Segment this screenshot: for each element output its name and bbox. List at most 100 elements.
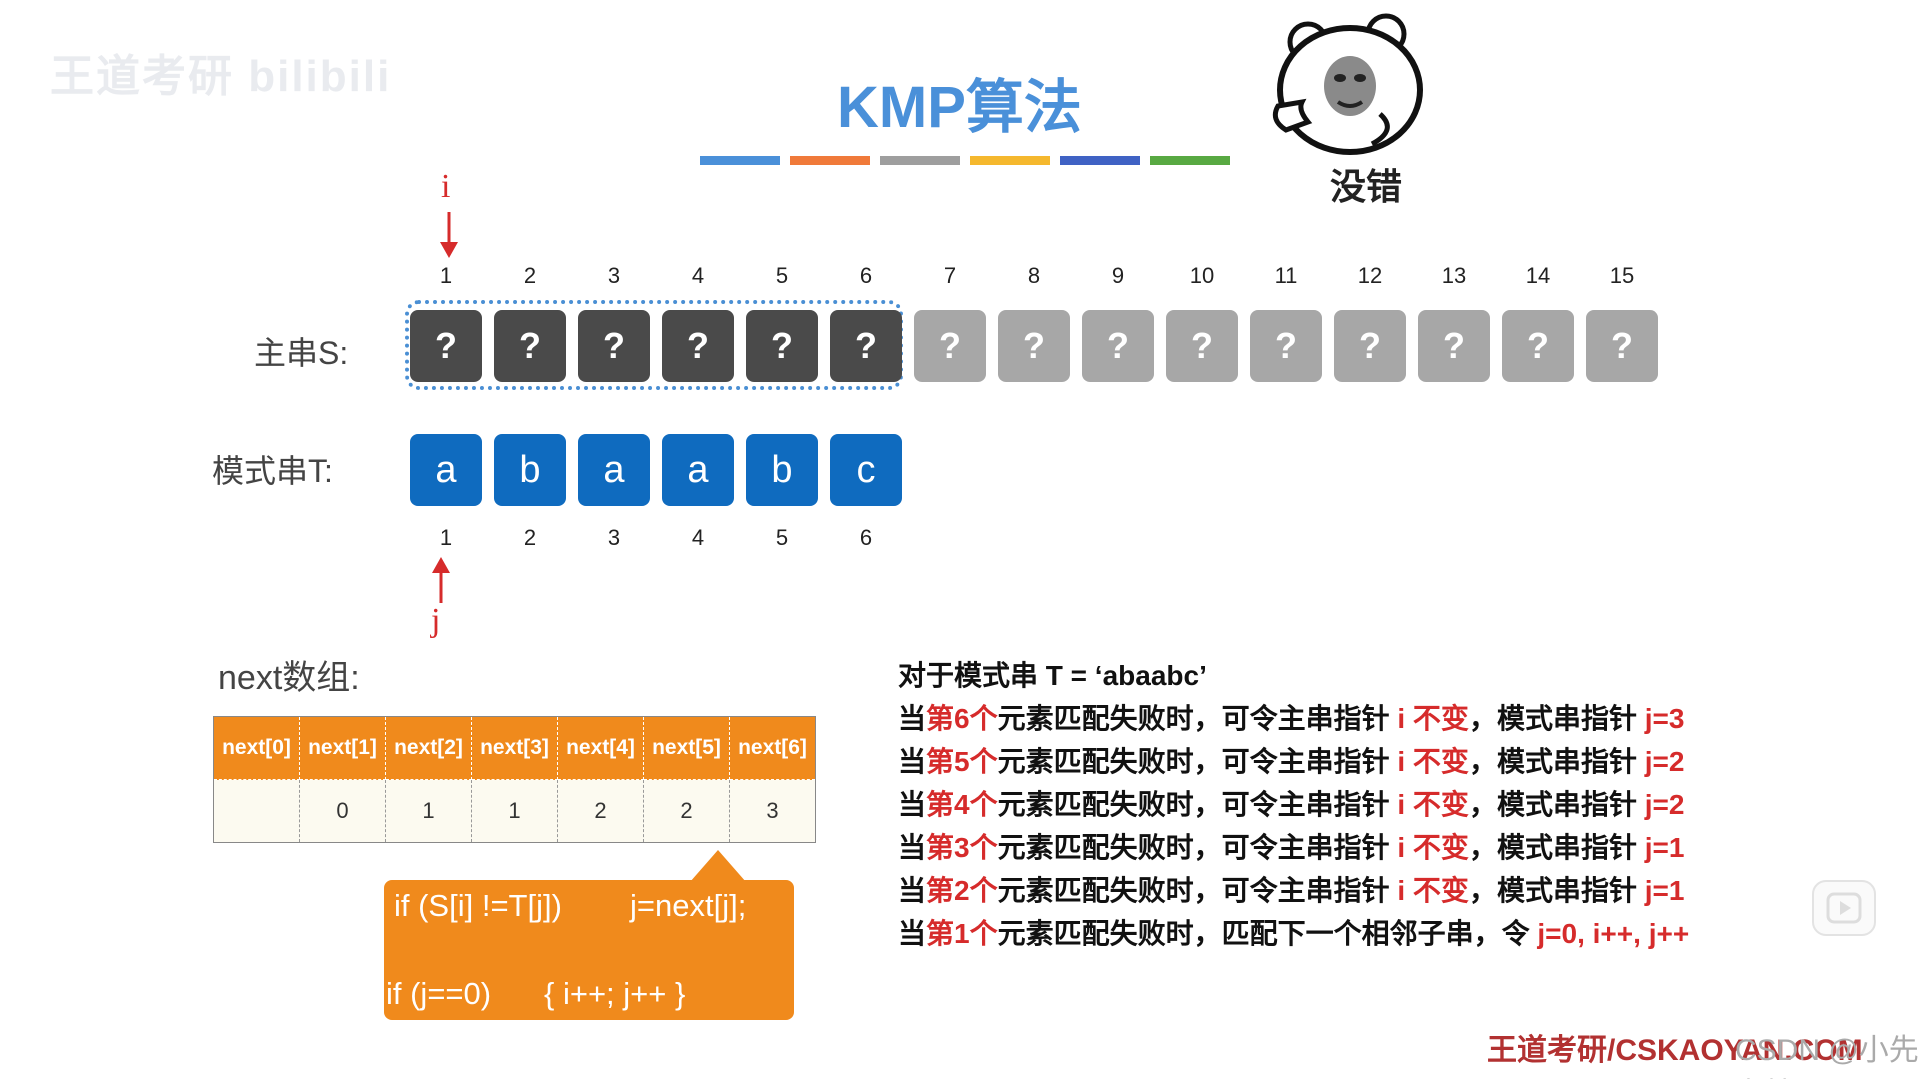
- play-button[interactable]: [1812, 880, 1876, 936]
- main-string-index: 9: [1111, 263, 1125, 288]
- rule-fragment: 元素匹配失败时，匹配下一个相邻子串，令: [997, 918, 1538, 949]
- pattern-cell: a: [410, 434, 482, 506]
- main-string-index: 5: [775, 263, 789, 288]
- main-string-cell: ?: [1334, 310, 1406, 382]
- rule-fragment: 当: [898, 703, 927, 734]
- rule-fragment: 第1个: [926, 918, 998, 949]
- rule-fragment: 第2个: [926, 875, 998, 906]
- rules-heading: 对于模式串 T = ‘abaabc’: [898, 660, 1207, 691]
- rule-fragment: j=0, i++, j++: [1537, 918, 1690, 949]
- footer-csdn-watermark: CSDN @小先力拌面: [1735, 1034, 1919, 1079]
- next-array-value: 0: [299, 779, 386, 843]
- up-arrow-icon: [432, 557, 450, 603]
- color-bar-5: [1060, 156, 1140, 165]
- code-action-1: j=next[j];: [630, 888, 747, 923]
- code-condition-1: if (S[i] !=T[j]): [394, 888, 562, 923]
- rule-fragment: 元素匹配失败时，可令主串指针: [997, 789, 1398, 820]
- rule-fragment: 当: [898, 789, 927, 820]
- pattern-label: 模式串T:: [212, 453, 333, 489]
- main-string-index: 12: [1357, 263, 1383, 288]
- slide-title-text: KMP算法: [837, 75, 1082, 140]
- main-string-cell: ?: [578, 310, 650, 382]
- pattern-index: 1: [439, 525, 453, 550]
- pattern-cell: b: [494, 434, 566, 506]
- rule-fragment: j=1: [1644, 832, 1685, 863]
- rule-fragment: 当: [898, 746, 927, 777]
- pattern-index: 2: [523, 525, 537, 550]
- rule-line: 当第4个元素匹配失败时，可令主串指针 i 不变，模式串指针 j=2: [898, 783, 1689, 826]
- next-array-value: 2: [643, 779, 730, 843]
- rule-fragment: i 不变: [1397, 789, 1469, 820]
- main-string-index: 13: [1441, 263, 1467, 288]
- rule-line: 当第6个元素匹配失败时，可令主串指针 i 不变，模式串指针 j=3: [898, 697, 1689, 740]
- pattern-index: 5: [775, 525, 789, 550]
- rule-fragment: 当: [898, 918, 927, 949]
- rule-fragment: ，模式串指针: [1468, 703, 1645, 734]
- main-string-index: 4: [691, 263, 705, 288]
- rule-fragment: i 不变: [1397, 746, 1469, 777]
- code-condition-2: if (j==0): [386, 976, 492, 1011]
- mascot-caption: 没错: [1330, 166, 1403, 207]
- color-bar-6: [1150, 156, 1230, 165]
- next-array-table: next[0]next[1]next[2]next[3]next[4]next[…: [213, 716, 816, 843]
- code-callout-pointer: [690, 850, 746, 882]
- rule-fragment: 第4个: [926, 789, 998, 820]
- color-bar-1: [700, 156, 780, 165]
- rule-fragment: j=3: [1644, 703, 1685, 734]
- main-string-index: 15: [1609, 263, 1635, 288]
- rule-fragment: ，模式串指针: [1468, 789, 1645, 820]
- pointer-j-label: j: [431, 602, 441, 639]
- next-array-header: next[5]: [643, 716, 730, 780]
- next-array-header: next[2]: [385, 716, 472, 780]
- rule-fragment: i 不变: [1397, 875, 1469, 906]
- main-string-index: 7: [943, 263, 957, 288]
- main-string-cell: ?: [1586, 310, 1658, 382]
- rule-fragment: ，模式串指针: [1468, 746, 1645, 777]
- rule-line: 当第3个元素匹配失败时，可令主串指针 i 不变，模式串指针 j=1: [898, 826, 1689, 869]
- pattern-index: 6: [859, 525, 873, 550]
- rule-line: 当第1个元素匹配失败时，匹配下一个相邻子串，令 j=0, i++, j++: [898, 912, 1689, 955]
- rule-fragment: 元素匹配失败时，可令主串指针: [997, 832, 1398, 863]
- rules-block: 对于模式串 T = ‘abaabc’ 当第6个元素匹配失败时，可令主串指针 i …: [898, 654, 1689, 955]
- play-icon: [1826, 892, 1862, 924]
- next-array-value: [213, 779, 300, 843]
- rule-line: 当第5个元素匹配失败时，可令主串指针 i 不变，模式串指针 j=2: [898, 740, 1689, 783]
- rule-fragment: 第5个: [926, 746, 998, 777]
- bear-mascot-icon: [1272, 13, 1423, 155]
- main-string-index: 10: [1189, 263, 1215, 288]
- pattern-cell: a: [578, 434, 650, 506]
- rule-fragment: i 不变: [1397, 832, 1469, 863]
- next-array-label: next数组:: [218, 659, 360, 697]
- footer-brand: 王道考研/CSKAOYAN.COM: [1487, 1034, 1863, 1067]
- main-string-cell: ?: [662, 310, 734, 382]
- pattern-cell: b: [746, 434, 818, 506]
- rule-fragment: j=1: [1644, 875, 1685, 906]
- rule-fragment: ，模式串指针: [1468, 832, 1645, 863]
- next-array-value: 3: [729, 779, 816, 843]
- main-string-index: 1: [439, 263, 453, 288]
- bilibili-watermark: 王道考研 bilibili: [50, 52, 392, 101]
- main-string-cell: ?: [830, 310, 902, 382]
- main-string-cell: ?: [410, 310, 482, 382]
- main-string-cell: ?: [746, 310, 818, 382]
- rule-fragment: 元素匹配失败时，可令主串指针: [997, 746, 1398, 777]
- next-array-header: next[3]: [471, 716, 558, 780]
- down-arrow-icon: [440, 212, 458, 258]
- main-string-cell: ?: [1250, 310, 1322, 382]
- rule-line: 当第2个元素匹配失败时，可令主串指针 i 不变，模式串指针 j=1: [898, 869, 1689, 912]
- rule-fragment: 第6个: [926, 703, 998, 734]
- rule-fragment: 第3个: [926, 832, 998, 863]
- rule-fragment: 元素匹配失败时，可令主串指针: [997, 703, 1398, 734]
- next-array-header: next[0]: [213, 716, 300, 780]
- next-array-header: next[1]: [299, 716, 386, 780]
- rule-fragment: 当: [898, 875, 927, 906]
- next-array-value: 2: [557, 779, 644, 843]
- main-string-index: 11: [1274, 263, 1298, 288]
- color-bar-3: [880, 156, 960, 165]
- next-array-header-row: next[0]next[1]next[2]next[3]next[4]next[…: [213, 716, 816, 780]
- rule-fragment: j=2: [1644, 789, 1685, 820]
- main-string-index: 14: [1525, 263, 1551, 288]
- pattern-index: 4: [691, 525, 705, 550]
